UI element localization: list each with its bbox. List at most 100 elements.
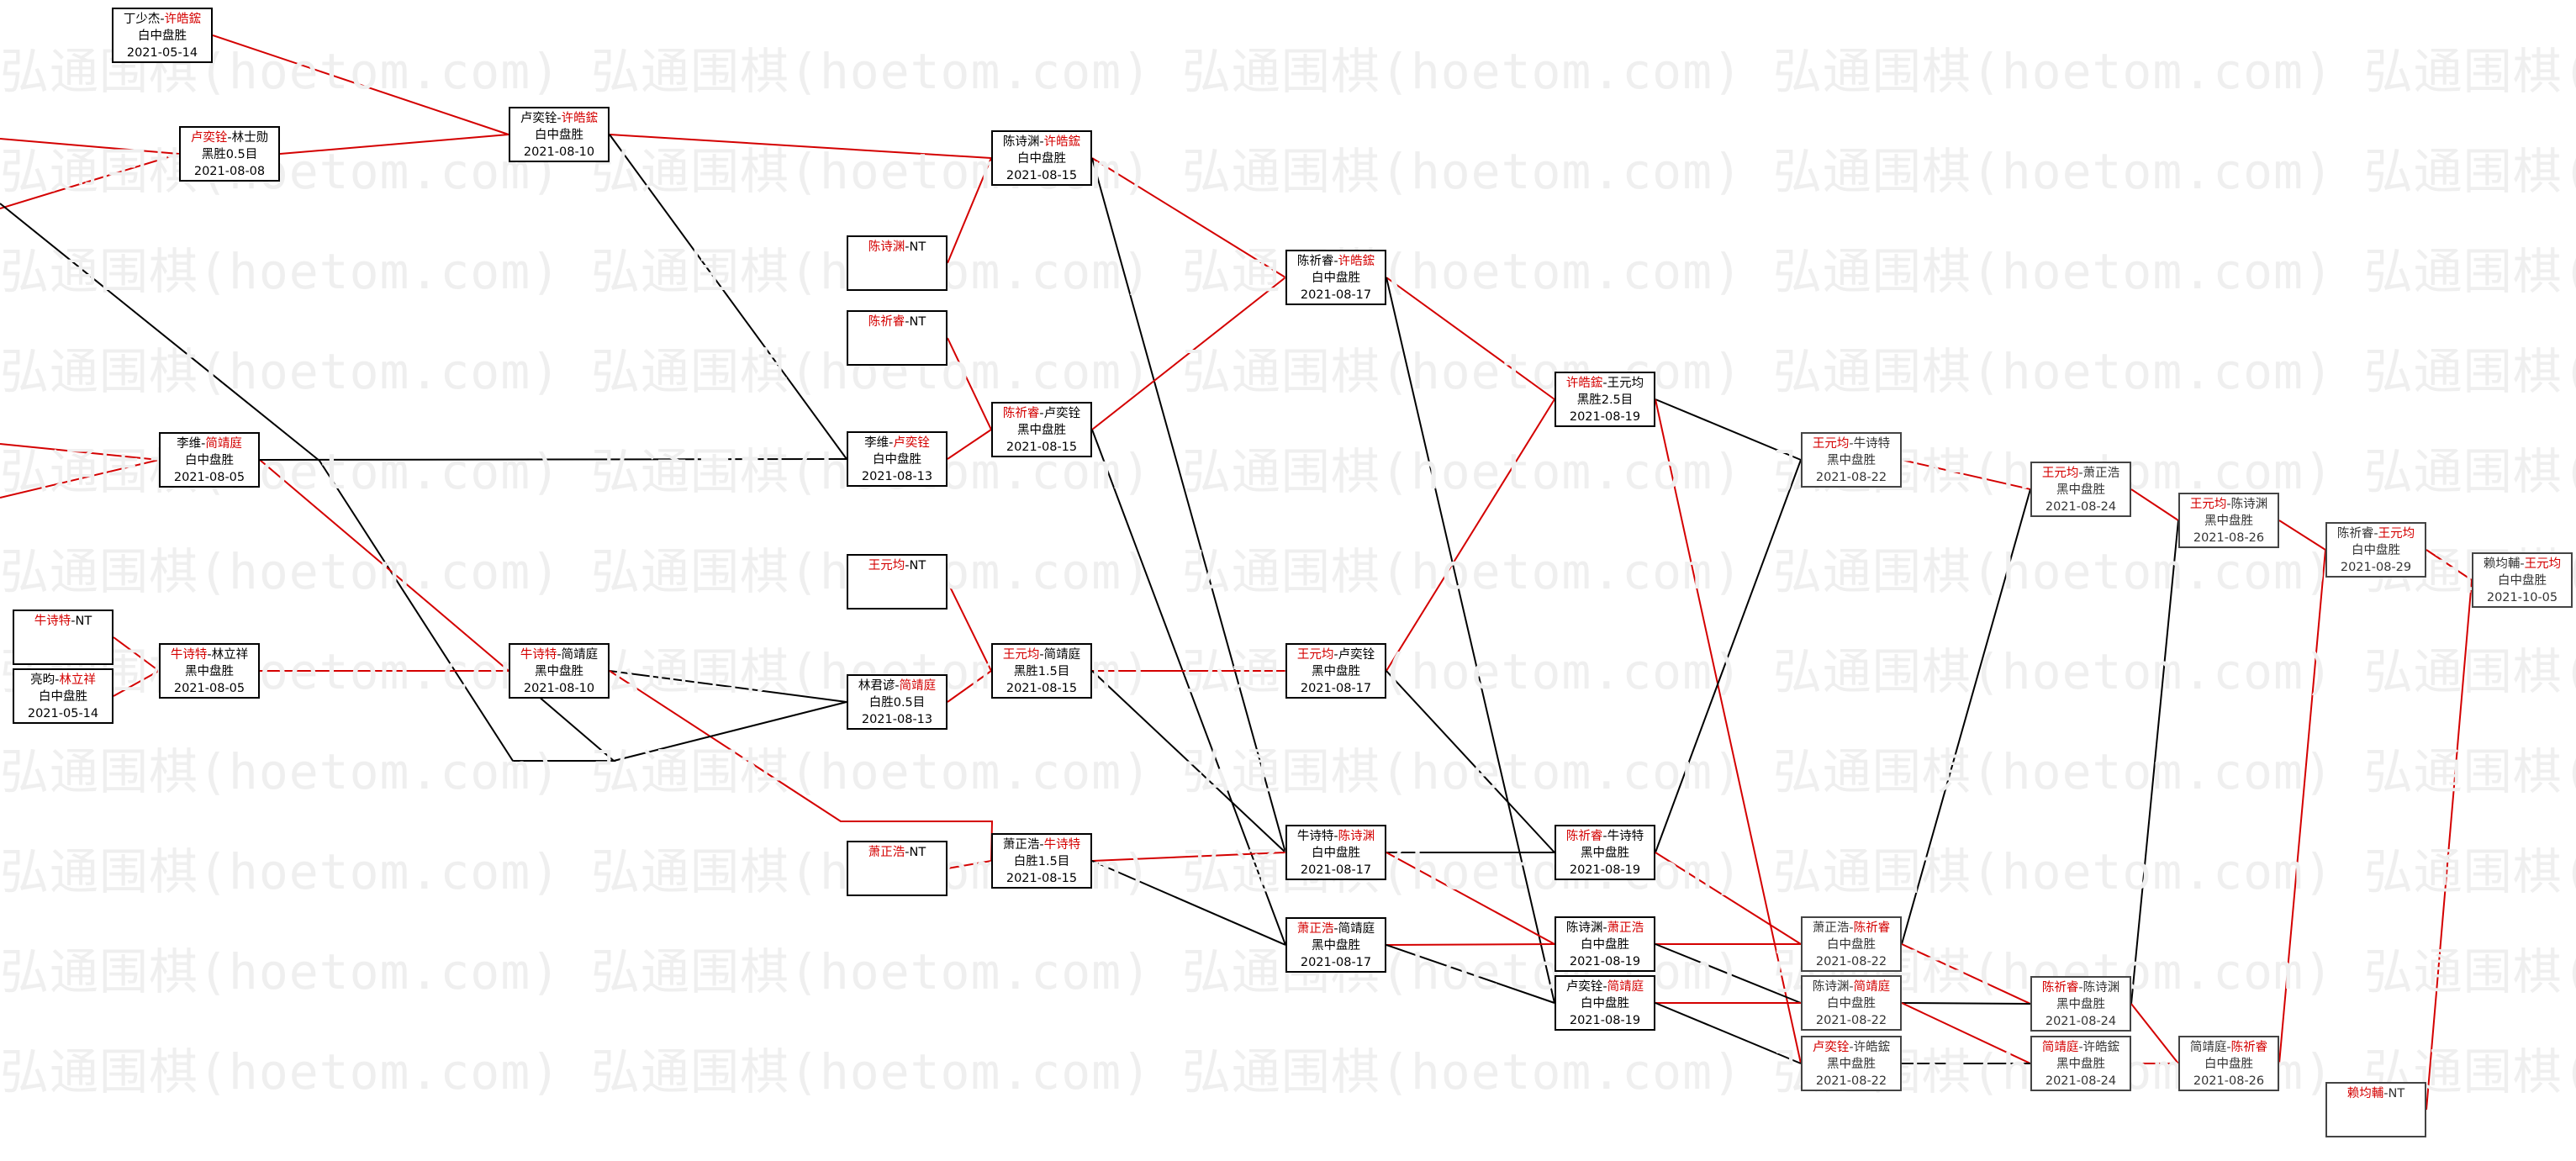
- match-date: 2021-08-24: [2045, 1015, 2117, 1028]
- player-1-name: 陈诗渊: [1565, 921, 1603, 935]
- match-date: 2021-08-26: [2193, 1074, 2265, 1088]
- match-date: 2021-08-15: [1006, 441, 1078, 454]
- player-1-name: 萧正浩: [1812, 921, 1850, 935]
- match-players: 卢奕铨-许皓鋐: [520, 112, 599, 125]
- player-1-name: 卢奕铨: [190, 131, 228, 145]
- loser-connector: [1901, 488, 2031, 945]
- match-box[interactable]: 赖均輔-NT: [2325, 1082, 2426, 1137]
- winner-connector: [1655, 852, 1802, 945]
- match-players: 陈诗渊-简靖庭: [1812, 980, 1891, 994]
- match-result: 黑中盘胜: [2204, 515, 2253, 528]
- match-players: 卢奕铨-许皓鋐: [1812, 1041, 1891, 1054]
- winner-connector: [1655, 398, 1802, 1064]
- player-1-name: 牛诗特: [520, 648, 557, 662]
- match-date: 2021-08-17: [1300, 863, 1372, 877]
- match-date: 2021-08-22: [1815, 1074, 1887, 1088]
- match-result: 白中盘胜: [2204, 1058, 2253, 1071]
- player-1-name: 王元均: [2041, 467, 2079, 480]
- match-date: 2021-08-24: [2045, 1074, 2117, 1088]
- match-box[interactable]: 萧正浩-NT: [847, 841, 948, 896]
- watermark-row: 弘通围棋(hoetom.com) 弘通围棋(hoetom.com) 弘通围棋(h…: [0, 143, 2576, 200]
- match-box[interactable]: 陈诗渊-NT: [847, 235, 948, 291]
- winner-connector: [2130, 1003, 2179, 1064]
- watermark-row: 弘通围棋(hoetom.com) 弘通围棋(hoetom.com) 弘通围棋(h…: [0, 43, 2576, 100]
- match-box[interactable]: 王元均-NT: [847, 554, 948, 610]
- match-players: 陈祈睿-许皓鋐: [1296, 255, 1375, 268]
- match-date: 2021-08-19: [1569, 863, 1641, 877]
- match-players: 牛诗特-林立祥: [170, 648, 249, 662]
- match-result: 白中盘胜: [39, 690, 87, 704]
- winner-connector: [212, 34, 509, 135]
- player-1-name: 王元均: [868, 559, 905, 573]
- match-date: 2021-08-19: [1569, 1014, 1641, 1027]
- match-players: 萧正浩-牛诗特: [1002, 838, 1081, 852]
- player-1-name: 林君谚: [858, 679, 895, 693]
- player-2-name: 许皓鋐: [1338, 255, 1375, 268]
- winner-connector: [2278, 520, 2326, 551]
- match-date: 2021-08-13: [861, 713, 933, 726]
- match-date: 2021-08-24: [2045, 500, 2117, 514]
- loser-connector: [1655, 943, 1802, 1004]
- match-players: 王元均-陈诗渊: [2189, 498, 2268, 511]
- winner-connector: [1386, 398, 1555, 672]
- player-1-name: 陈祈睿: [2336, 527, 2374, 541]
- loser-connector: [1091, 670, 1286, 853]
- watermark-row: 弘通围棋(hoetom.com) 弘通围棋(hoetom.com) 弘通围棋(h…: [0, 743, 2576, 800]
- match-date: 2021-08-13: [861, 470, 933, 483]
- loser-connector: [1091, 860, 1286, 946]
- player-2-name: 陈祈睿: [1853, 921, 1891, 935]
- winner-connector: [1091, 277, 1286, 430]
- winner-connector: [1386, 277, 1555, 400]
- player-1-name: 陈祈睿: [1002, 407, 1040, 420]
- match-result: 白中盘胜: [1017, 152, 1066, 166]
- winner-connector: [113, 670, 160, 697]
- player-1-name: 萧正浩: [868, 846, 905, 859]
- match-date: 2021-08-17: [1300, 956, 1372, 969]
- loser-connector: [2130, 520, 2179, 1005]
- player-2-name: 林士勋: [231, 131, 269, 145]
- winner-connector: [947, 337, 992, 430]
- player-2-name: 牛诗特: [1043, 838, 1081, 852]
- match-result: 白中盘胜: [185, 454, 234, 467]
- player-1-name: 许皓鋐: [1565, 377, 1603, 390]
- match-box[interactable]: 牛诗特-NT: [13, 610, 113, 665]
- match-result: 黑中盘胜: [185, 665, 234, 678]
- match-result: 黑中盘胜: [1827, 454, 1876, 467]
- match-box[interactable]: 陈祈睿-NT: [847, 310, 948, 366]
- watermark-row: 弘通围棋(hoetom.com) 弘通围棋(hoetom.com) 弘通围棋(h…: [0, 443, 2576, 500]
- player-2-name: 简靖庭: [1607, 980, 1644, 994]
